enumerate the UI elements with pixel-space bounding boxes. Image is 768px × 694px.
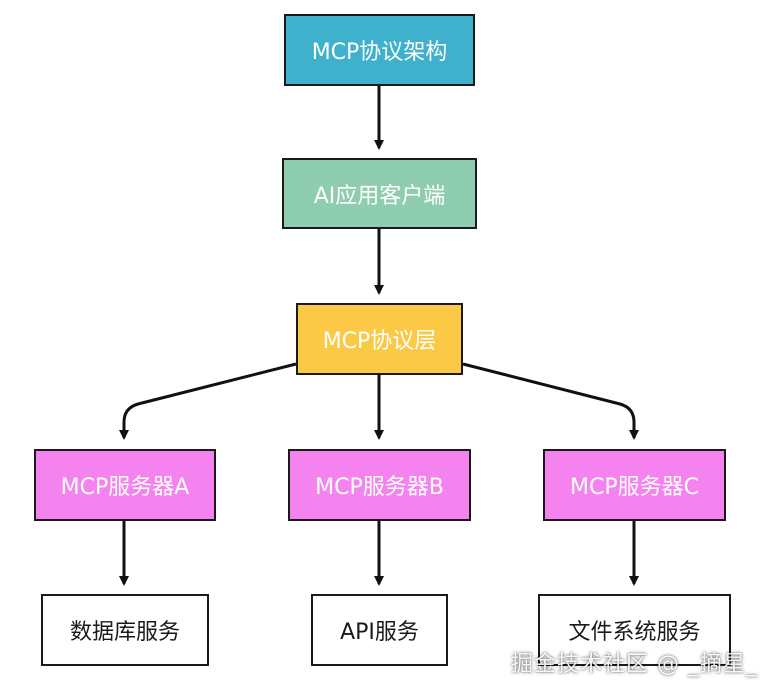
node-label: 文件系统服务 bbox=[568, 620, 701, 645]
edge-protocol-to-server-c bbox=[462, 362, 639, 440]
node-mcp-server-c: MCP服务器C bbox=[543, 449, 726, 521]
node-label: MCP协议层 bbox=[322, 329, 437, 354]
node-label: MCP服务器A bbox=[60, 475, 190, 500]
node-database-service: 数据库服务 bbox=[41, 594, 209, 666]
node-label: MCP服务器C bbox=[570, 475, 699, 500]
node-label: MCP协议架构 bbox=[311, 40, 448, 65]
node-mcp-server-b: MCP服务器B bbox=[288, 449, 471, 521]
node-label: MCP服务器B bbox=[315, 475, 444, 500]
node-api-service: API服务 bbox=[311, 594, 448, 666]
watermark: 掘金技术社区 @ _摘星_ bbox=[511, 652, 758, 677]
edge-protocol-to-server-a bbox=[119, 362, 297, 440]
node-mcp-architecture: MCP协议架构 bbox=[284, 14, 475, 86]
node-mcp-protocol-layer: MCP协议层 bbox=[296, 303, 463, 375]
node-label: API服务 bbox=[340, 620, 419, 645]
node-filesystem-service: 文件系统服务 bbox=[538, 594, 731, 666]
node-mcp-server-a: MCP服务器A bbox=[34, 449, 216, 521]
node-label: AI应用客户端 bbox=[313, 183, 446, 209]
node-ai-client: AI应用客户端 bbox=[282, 158, 477, 229]
node-label: 数据库服务 bbox=[69, 620, 180, 645]
